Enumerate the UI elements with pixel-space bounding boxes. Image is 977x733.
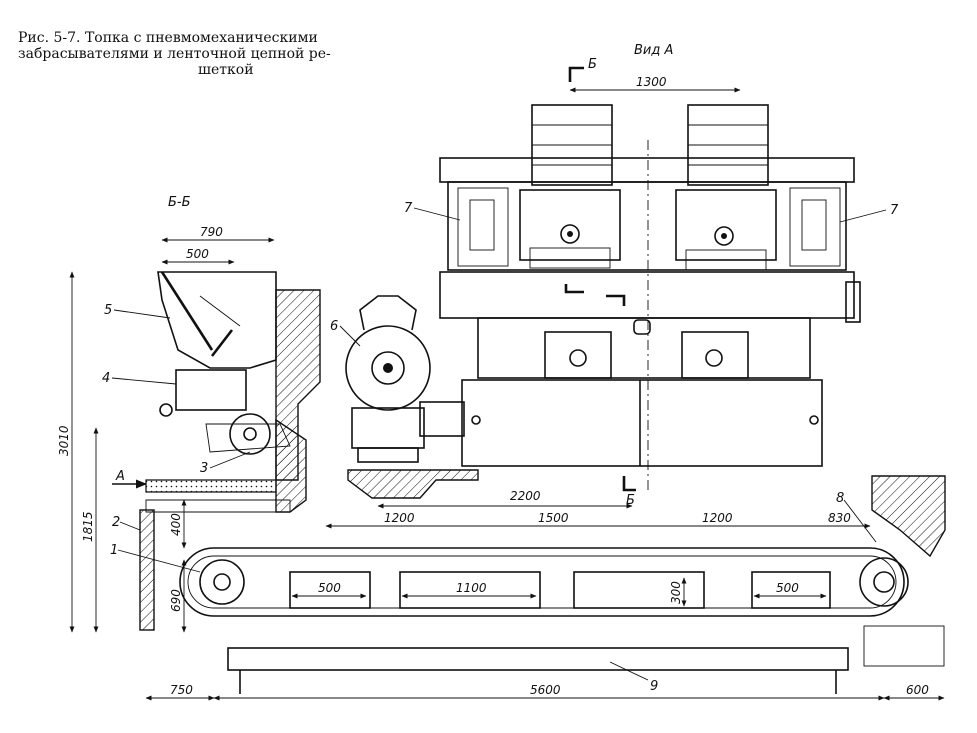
coal-layer — [145, 479, 277, 493]
cut-mark-top: Б — [588, 57, 597, 72]
callout-7-right: 7 — [890, 203, 899, 218]
cut-mark-bottom: Б — [626, 493, 635, 508]
leader-lines — [111, 207, 887, 681]
callout-1: 1 — [110, 543, 118, 558]
dim-830: 830 — [828, 511, 851, 525]
callout-6: 6 — [330, 319, 338, 334]
rear-wall — [871, 475, 946, 558]
hopper-right — [675, 104, 777, 271]
view-a-title: Вид А — [634, 43, 673, 58]
section-bb — [139, 271, 321, 631]
air-zone-4 — [751, 571, 831, 609]
drive-motor-6 — [345, 295, 479, 499]
callout-5: 5 — [104, 303, 112, 318]
callout-9: 9 — [650, 679, 658, 694]
side-drive-right — [789, 187, 841, 267]
callout-8: 8 — [836, 491, 844, 506]
dim-1200-left: 1200 — [384, 511, 415, 525]
coal-hopper-5 — [157, 271, 277, 369]
motor-foundation — [347, 469, 479, 499]
dim-2200: 2200 — [510, 489, 541, 503]
figure-caption: Рис. 5-7. Топка с пневмомеханическими за… — [18, 30, 378, 78]
front-plate-2 — [139, 509, 155, 631]
support-beam — [439, 271, 855, 319]
view-a-assembly — [439, 104, 861, 490]
dimension-lines — [69, 66, 945, 701]
dim-790: 790 — [200, 225, 223, 239]
dim-300: 300 — [669, 581, 683, 604]
feeder-housing — [447, 181, 847, 271]
dim-1300: 1300 — [636, 75, 667, 89]
rotor-3 — [229, 413, 271, 455]
dim-1200-right: 1200 — [702, 511, 733, 525]
gearbox-left — [544, 331, 612, 379]
dim-600: 600 — [906, 683, 929, 697]
dim-1100: 1100 — [456, 581, 487, 595]
dim-500-top: 500 — [186, 247, 209, 261]
gearbox-right — [681, 331, 749, 379]
dim-500-zone: 500 — [318, 581, 341, 595]
top-frame-rail — [439, 157, 855, 183]
caption-line-1: Рис. 5-7. Топка с пневмомеханическими — [18, 30, 318, 46]
air-zone-2 — [399, 571, 541, 609]
feeder-4 — [175, 369, 247, 411]
air-box — [477, 317, 811, 379]
air-zone-1 — [289, 571, 371, 609]
chain-grate-9 — [179, 475, 946, 694]
caption-line-3: шеткой — [198, 62, 254, 78]
grate-frame — [227, 647, 849, 671]
dim-1500: 1500 — [538, 511, 569, 525]
dim-500-zone-right: 500 — [776, 581, 799, 595]
dim-690: 690 — [169, 589, 183, 612]
dim-3010: 3010 — [57, 425, 71, 456]
air-zone-3 — [573, 571, 705, 609]
front-sprocket — [199, 559, 245, 605]
callout-4: 4 — [102, 371, 110, 386]
rear-sprocket — [859, 557, 909, 607]
caption-line-2: забрасывателями и ленточной цепной ре- — [18, 46, 331, 62]
callout-3: 3 — [200, 461, 208, 476]
dim-400: 400 — [169, 513, 183, 536]
hopper-left — [519, 104, 621, 269]
dim-750: 750 — [170, 683, 193, 697]
plenum-chamber — [461, 379, 823, 467]
dim-1815: 1815 — [81, 511, 95, 542]
section-bb-title: Б-Б — [168, 195, 191, 210]
dim-5600: 5600 — [530, 683, 561, 697]
side-drive-left — [457, 187, 509, 267]
arrow-a-label: А — [115, 469, 125, 484]
callout-7-left: 7 — [404, 201, 413, 216]
callout-2: 2 — [112, 515, 120, 530]
